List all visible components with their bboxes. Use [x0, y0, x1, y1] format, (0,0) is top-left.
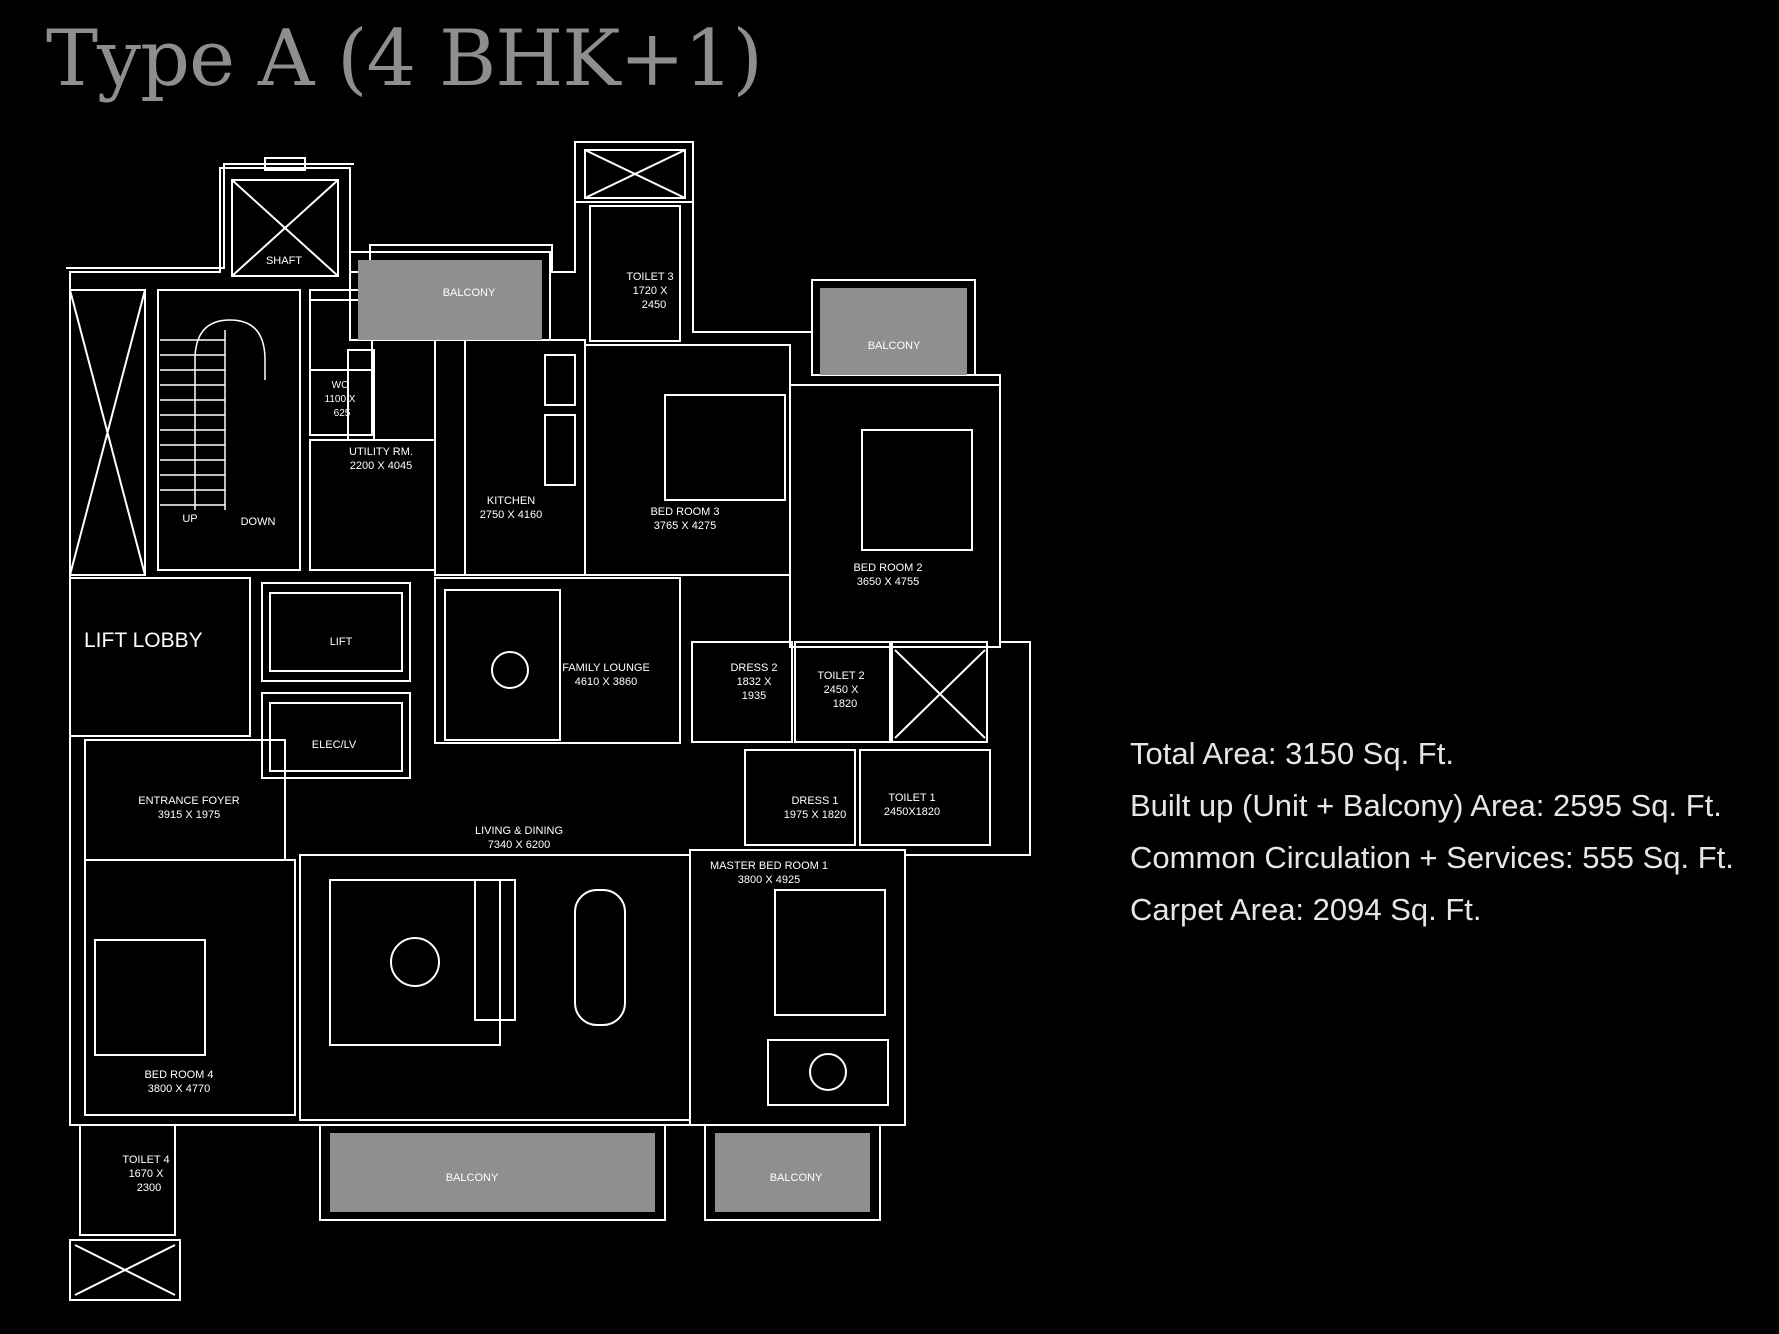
built-up-area-text: Built up (Unit + Balcony) Area: 2595 Sq.…	[1130, 788, 1722, 823]
toilet3-label: TOILET 3	[626, 271, 673, 283]
total-area-text: Total Area: 3150 Sq. Ft.	[1130, 736, 1454, 771]
bed3-label: BED ROOM 3	[650, 506, 719, 518]
toilet2-dim1: 2450 X	[824, 684, 860, 696]
bed4-dim: 3800 X 4770	[148, 1083, 210, 1095]
wc-label: WC	[332, 380, 349, 391]
dress1-dim: 1975 X 1820	[784, 809, 846, 821]
shaft-label: SHAFT	[266, 255, 302, 267]
dress2-label: DRESS 2	[730, 662, 777, 674]
toilet2-dim2: 1820	[833, 698, 857, 710]
stair-down-label: DOWN	[241, 516, 276, 528]
wc-dim1: 1100 X	[325, 394, 356, 405]
utility-dim: 2200 X 4045	[350, 460, 412, 472]
toilet3-dim1: 1720 X	[633, 285, 669, 297]
walls	[66, 141, 1031, 1301]
lift-lobby-label: LIFT LOBBY	[84, 629, 203, 652]
stair-up-label: UP	[182, 513, 197, 525]
family-lounge-dim: 4610 X 3860	[575, 676, 637, 688]
toilet1-label: TOILET 1	[888, 792, 935, 804]
bed3-dim: 3765 X 4275	[654, 520, 716, 532]
carpet-area-text: Carpet Area: 2094 Sq. Ft.	[1130, 892, 1482, 927]
balcony-top-fill	[358, 260, 542, 340]
stair-core	[157, 289, 301, 571]
toilet2-label: TOILET 2	[817, 670, 864, 682]
family-lounge-label: FAMILY LOUNGE	[562, 662, 650, 674]
balcony-bottom-right-fill	[715, 1133, 870, 1212]
balcony-right-label: BALCONY	[868, 340, 921, 352]
dress2-dim1: 1832 X	[737, 676, 773, 688]
utility-label: UTILITY RM.	[349, 446, 413, 458]
balcony-bottom-left-label: BALCONY	[446, 1172, 499, 1184]
page-title: Type A (4 BHK+1)	[46, 14, 763, 104]
bed2-label: BED ROOM 2	[853, 562, 922, 574]
bed4-label: BED ROOM 4	[144, 1069, 213, 1081]
toilet4-dim2: 2300	[137, 1182, 161, 1194]
toilet4-label: TOILET 4	[122, 1154, 169, 1166]
dress2-dim2: 1935	[742, 690, 766, 702]
toilet3-dim2: 2450	[642, 299, 666, 311]
lift-label: LIFT	[330, 636, 353, 648]
entrance-dim: 3915 X 1975	[158, 809, 220, 821]
balcony-bottom-right-label: BALCONY	[770, 1172, 823, 1184]
toilet1-dim: 2450X1820	[884, 806, 940, 818]
balcony-top-label: BALCONY	[443, 287, 496, 299]
wc-dim2: 625	[334, 408, 351, 419]
master-label: MASTER BED ROOM 1	[710, 860, 828, 872]
kitchen-dim: 2750 X 4160	[480, 509, 542, 521]
toilet4-dim1: 1670 X	[129, 1168, 165, 1180]
dress1-label: DRESS 1	[791, 795, 838, 807]
master-dim: 3800 X 4925	[738, 874, 800, 886]
bed2-dim: 3650 X 4755	[857, 576, 919, 588]
area-specs: Total Area: 3150 Sq. Ft. Built up (Unit …	[1130, 728, 1734, 936]
balcony-right-fill	[820, 288, 967, 375]
entrance-label: ENTRANCE FOYER	[138, 795, 240, 807]
kitchen-label: KITCHEN	[487, 495, 535, 507]
balcony-fills	[330, 260, 967, 1212]
elec-label: ELEC/LV	[312, 739, 357, 751]
living-label: LIVING & DINING	[475, 825, 563, 837]
balcony-bottom-left-fill	[330, 1133, 655, 1212]
living-dim: 7340 X 6200	[488, 839, 550, 851]
common-circulation-text: Common Circulation + Services: 555 Sq. F…	[1130, 840, 1734, 875]
shaft-box	[231, 179, 339, 277]
